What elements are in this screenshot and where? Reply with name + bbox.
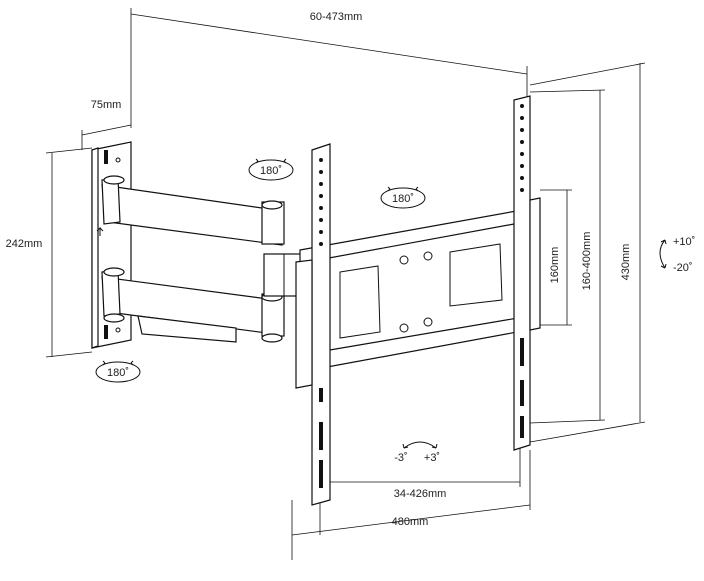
rotation-label-top: 180˚ [260,165,282,177]
label-tilt-up: +10˚ [673,236,695,248]
rotation-label-mid: 180˚ [392,193,414,205]
label-level-left: -3˚ [394,452,407,464]
vertical-rail-left [295,143,331,506]
label-vesa-horizontal: 34-426mm [394,488,447,500]
label-vesa-vertical-range: 160-400mm [581,232,593,291]
angle-labels: +10˚ -20˚ -3˚ +3˚ [394,236,695,464]
label-extension: 60-473mm [310,11,363,23]
tv-interface-plate [299,209,529,373]
level-arrows [402,441,438,449]
rotation-badge-top: 180˚ [248,158,294,181]
tilt-arrows [659,239,667,269]
dimension-lines [45,8,646,560]
rotation-badge-mid: 180˚ [380,186,426,209]
rotation-badge-bottom: 180˚ [95,360,141,383]
label-tilt-down: -20˚ [673,262,693,274]
label-vesa-width: 480mm [392,516,429,528]
vertical-rail-right [513,95,541,451]
label-vesa-height: 430mm [620,244,632,281]
label-level-right: +3˚ [424,452,440,464]
swing-arms [101,175,303,343]
label-vesa-vertical-inner: 160mm [549,247,561,284]
dimension-labels: 60-473mm 75mm 242mm 34-426mm 480mm 160mm… [6,11,632,528]
rotation-label-bottom: 180˚ [107,367,129,379]
label-wall-plate-width: 75mm [91,99,122,111]
label-wall-plate-height: 242mm [6,238,43,250]
